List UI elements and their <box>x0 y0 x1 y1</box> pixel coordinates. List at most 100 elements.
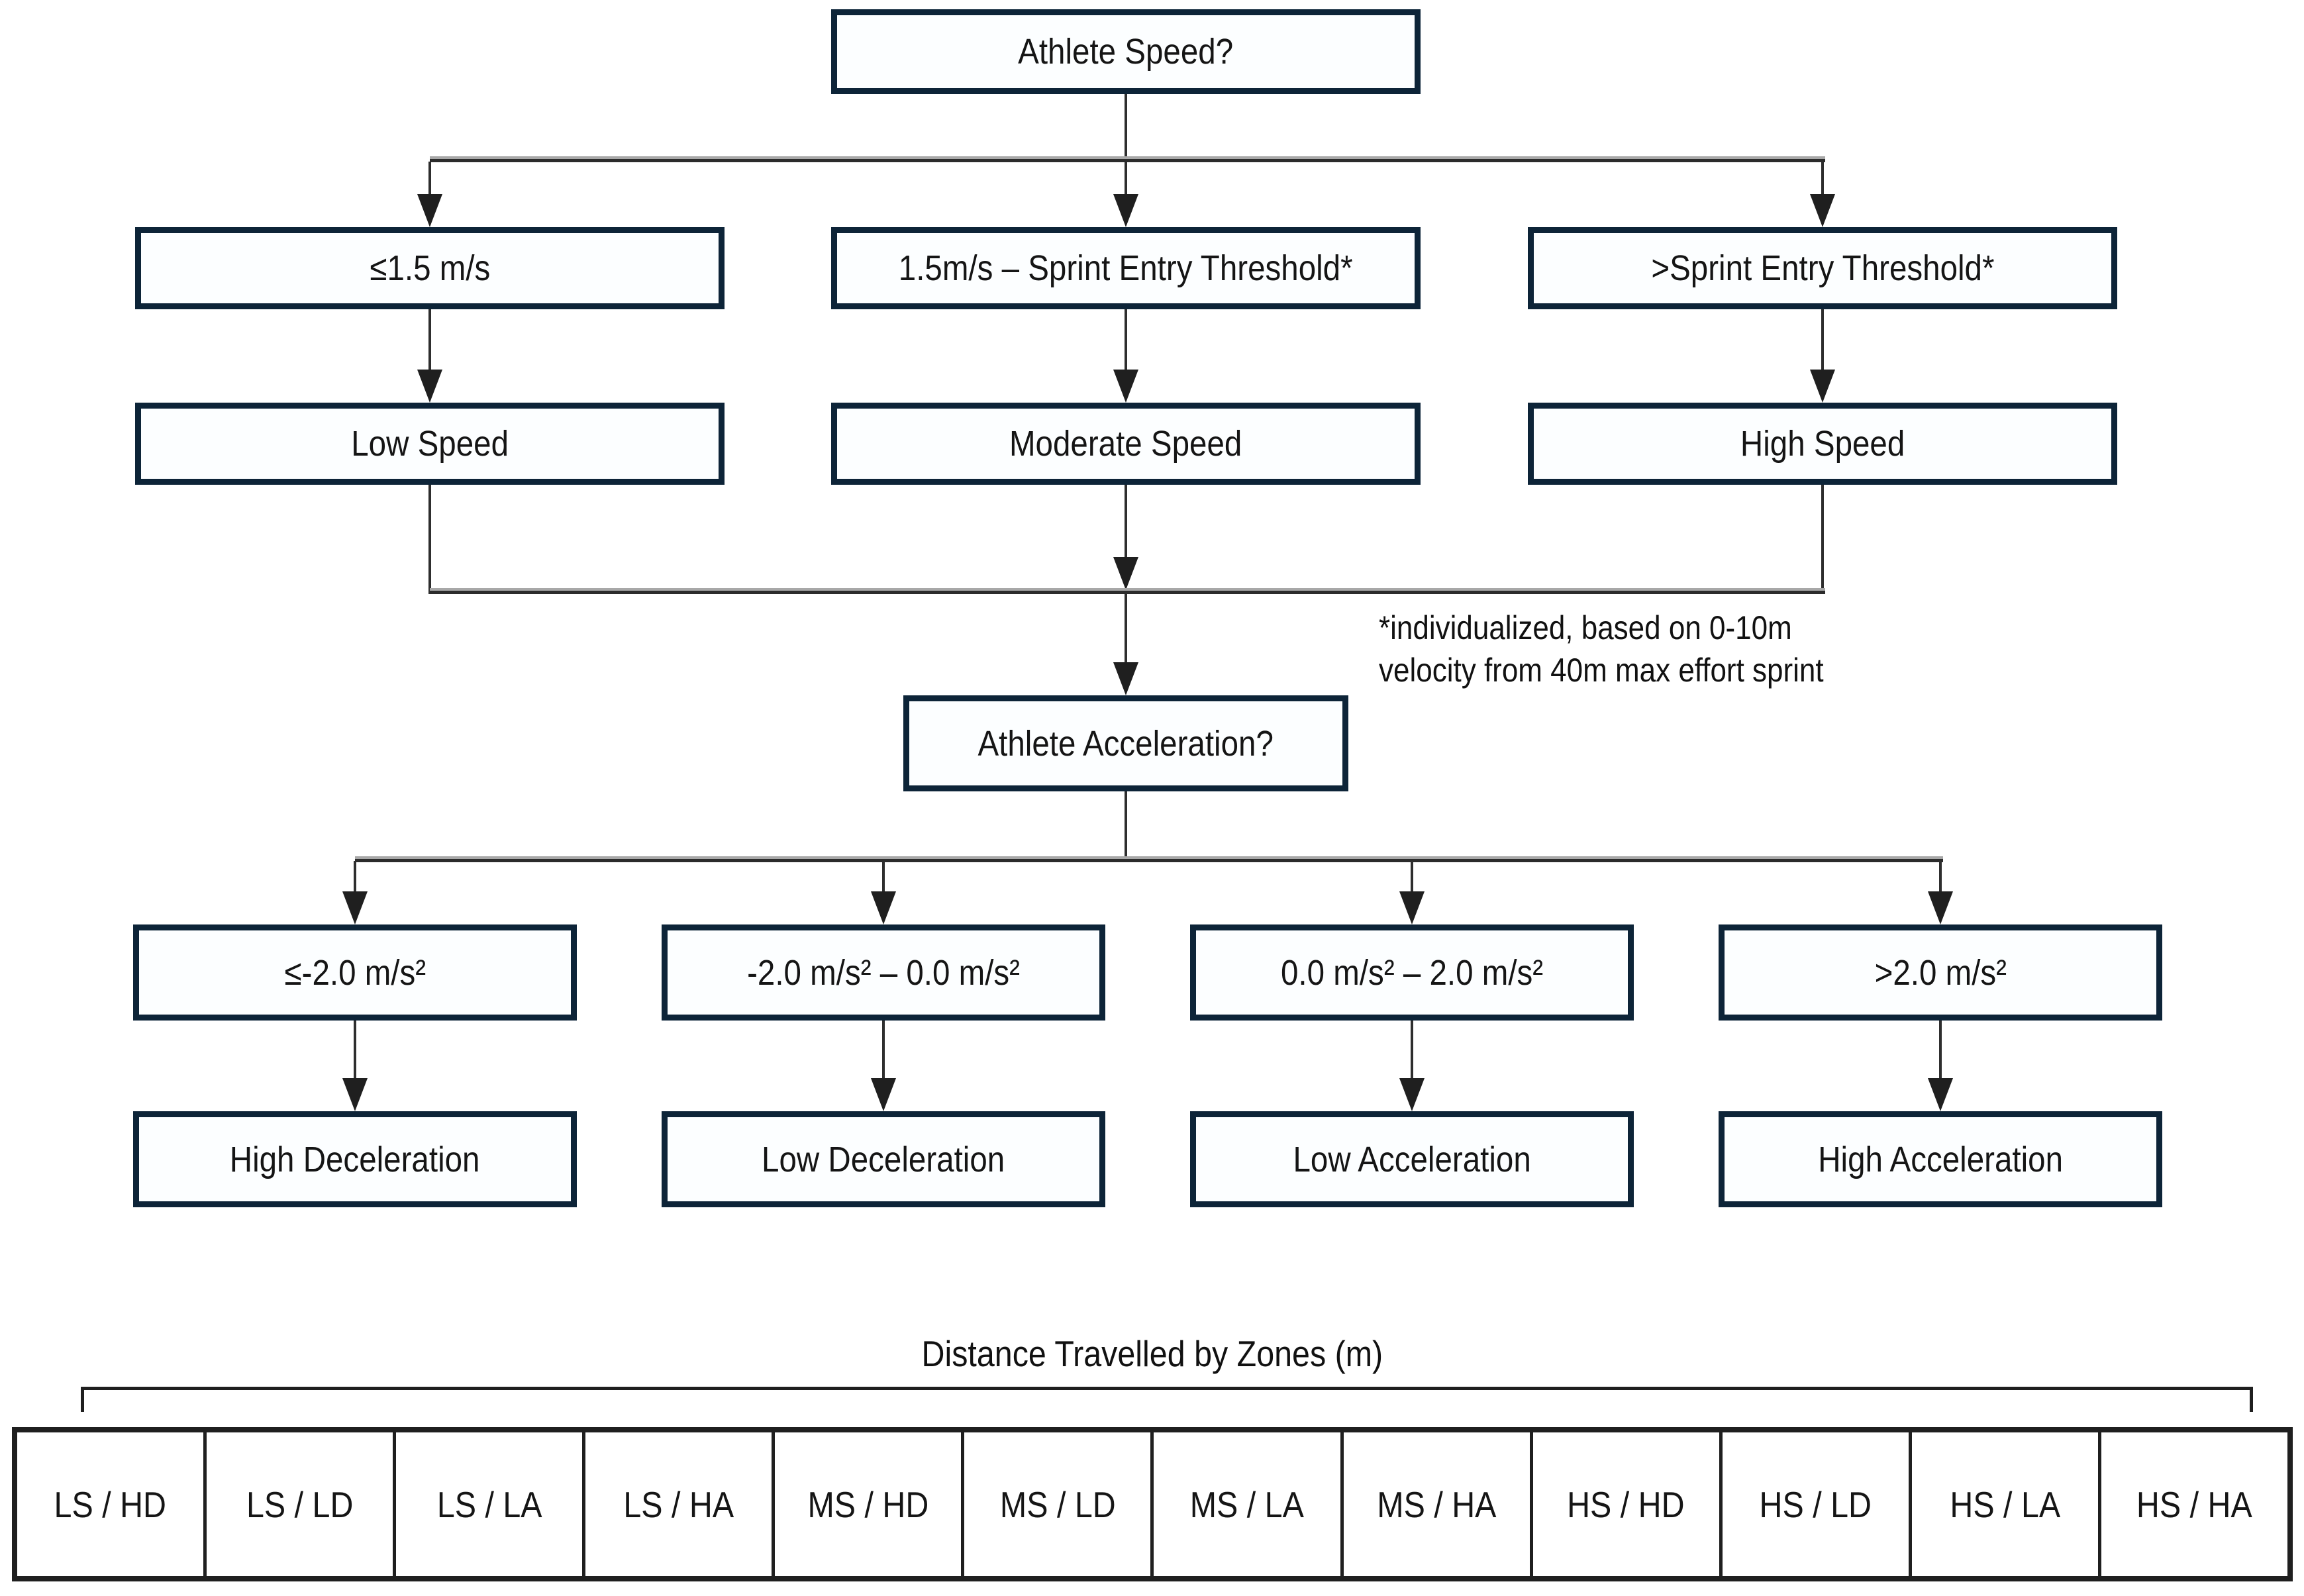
arrowhead-icon <box>1399 1078 1425 1111</box>
bracket-line <box>81 1387 2253 1390</box>
zone-cell: HS / HA <box>2101 1432 2287 1576</box>
arrowhead-icon <box>871 1078 896 1111</box>
zones-section-title: Distance Travelled by Zones (m) <box>689 1332 1616 1375</box>
connector-line <box>428 162 431 196</box>
zone-cell-label: HS / HD <box>1567 1483 1685 1525</box>
connector-line <box>355 856 1943 862</box>
connector-line <box>1939 861 1942 893</box>
connector-line <box>1821 309 1824 372</box>
node-low-speed: Low Speed <box>135 403 725 485</box>
arrowhead-icon <box>1113 662 1138 695</box>
node-label: ≤1.5 m/s <box>370 248 490 288</box>
zone-cell-label: HS / LD <box>1759 1483 1872 1525</box>
node-high-deceleration: High Deceleration <box>133 1111 577 1207</box>
node-label: High Deceleration <box>230 1139 480 1179</box>
zone-cell: HS / HD <box>1533 1432 1723 1576</box>
zone-table: LS / HD LS / LD LS / LA LS / HA MS / HD … <box>12 1427 2293 1581</box>
arrowhead-icon <box>1399 891 1425 924</box>
node-speed-threshold-low: ≤1.5 m/s <box>135 227 725 309</box>
connector-line <box>1125 791 1127 861</box>
arrowhead-icon <box>417 370 442 403</box>
zone-cell: HS / LA <box>1912 1432 2101 1576</box>
footnote: *individualized, based on 0-10m velocity… <box>1379 607 1922 691</box>
zone-cell-label: MS / LD <box>999 1483 1116 1525</box>
zone-cell-label: MS / LA <box>1189 1483 1305 1525</box>
zone-cell-label: LS / HA <box>623 1483 734 1525</box>
connector-line <box>430 156 1825 162</box>
node-athlete-acceleration-question: Athlete Acceleration? <box>903 695 1348 791</box>
connector-line <box>1125 594 1127 664</box>
node-low-acceleration: Low Acceleration <box>1190 1111 1634 1207</box>
zone-cell: MS / LA <box>1154 1432 1344 1576</box>
connector-line <box>354 1021 356 1080</box>
node-accel-threshold-low-decel: -2.0 m/s² – 0.0 m/s² <box>662 924 1105 1021</box>
node-label: High Speed <box>1740 424 1905 464</box>
zone-cell: LS / LD <box>207 1432 397 1576</box>
zone-cell: LS / HA <box>585 1432 776 1576</box>
zone-cell: LS / LA <box>396 1432 586 1576</box>
node-low-deceleration: Low Deceleration <box>662 1111 1105 1207</box>
arrowhead-icon <box>1928 891 1953 924</box>
zones-title-text: Distance Travelled by Zones (m) <box>921 1333 1383 1374</box>
connector-line <box>1411 861 1413 893</box>
arrowhead-icon <box>1113 557 1138 590</box>
node-label: 1.5m/s – Sprint Entry Threshold* <box>899 248 1353 288</box>
zone-cell: MS / HD <box>775 1432 965 1576</box>
bracket-tick-right <box>2250 1387 2253 1412</box>
arrowhead-icon <box>1113 370 1138 403</box>
node-label: Low Deceleration <box>762 1139 1005 1179</box>
arrowhead-icon <box>1810 194 1835 227</box>
connector-line <box>1125 485 1127 559</box>
zone-cell-label: LS / LA <box>436 1483 542 1525</box>
node-label: >2.0 m/s² <box>1874 952 2007 993</box>
connector-line <box>428 485 431 594</box>
node-label: >Sprint Entry Threshold* <box>1650 248 1995 288</box>
connector-line <box>882 861 885 893</box>
connector-line <box>1125 94 1127 199</box>
node-label: ≤-2.0 m/s² <box>284 952 426 993</box>
arrowhead-icon <box>1928 1078 1953 1111</box>
node-label: Low Speed <box>351 424 509 464</box>
arrowhead-icon <box>871 891 896 924</box>
node-speed-threshold-moderate: 1.5m/s – Sprint Entry Threshold* <box>831 227 1421 309</box>
node-accel-threshold-high-decel: ≤-2.0 m/s² <box>133 924 577 1021</box>
zone-cell: MS / LD <box>964 1432 1154 1576</box>
connector-line <box>1821 485 1824 594</box>
arrowhead-icon <box>342 1078 368 1111</box>
footnote-text: *individualized, based on 0-10m velocity… <box>1379 609 1824 689</box>
connector-line <box>428 309 431 372</box>
arrowhead-icon <box>342 891 368 924</box>
node-speed-threshold-high: >Sprint Entry Threshold* <box>1528 227 2117 309</box>
node-label: Athlete Acceleration? <box>977 723 1274 764</box>
connector-line <box>1939 1021 1942 1080</box>
connector-line <box>354 861 356 893</box>
zone-cell-label: MS / HD <box>807 1483 929 1525</box>
node-high-acceleration: High Acceleration <box>1719 1111 2162 1207</box>
connector-line <box>1125 309 1127 372</box>
bracket-tick-left <box>81 1387 84 1412</box>
node-label: Moderate Speed <box>1009 424 1242 464</box>
arrowhead-icon <box>1113 194 1138 227</box>
node-high-speed: High Speed <box>1528 403 2117 485</box>
zone-cell-label: HS / LA <box>1949 1483 2060 1525</box>
connector-line <box>882 1021 885 1080</box>
zone-cell-label: MS / HA <box>1376 1483 1497 1525</box>
zone-cell: HS / LD <box>1723 1432 1912 1576</box>
node-label: Low Acceleration <box>1293 1139 1531 1179</box>
node-accel-threshold-high-accel: >2.0 m/s² <box>1719 924 2162 1021</box>
node-label: 0.0 m/s² – 2.0 m/s² <box>1280 952 1544 993</box>
node-athlete-speed-question: Athlete Speed? <box>831 9 1421 94</box>
arrowhead-icon <box>1810 370 1835 403</box>
zone-cell-label: LS / LD <box>246 1483 354 1525</box>
node-accel-threshold-low-accel: 0.0 m/s² – 2.0 m/s² <box>1190 924 1634 1021</box>
connector-line <box>1821 162 1824 196</box>
zone-cell-label: HS / HA <box>2136 1483 2252 1525</box>
node-label: High Acceleration <box>1818 1139 2063 1179</box>
zone-cell: LS / HD <box>17 1432 207 1576</box>
node-label: -2.0 m/s² – 0.0 m/s² <box>747 952 1020 993</box>
connector-line <box>1411 1021 1413 1080</box>
zone-cell-label: LS / HD <box>54 1483 167 1525</box>
connector-line <box>430 588 1825 594</box>
zone-cell: MS / HA <box>1344 1432 1533 1576</box>
